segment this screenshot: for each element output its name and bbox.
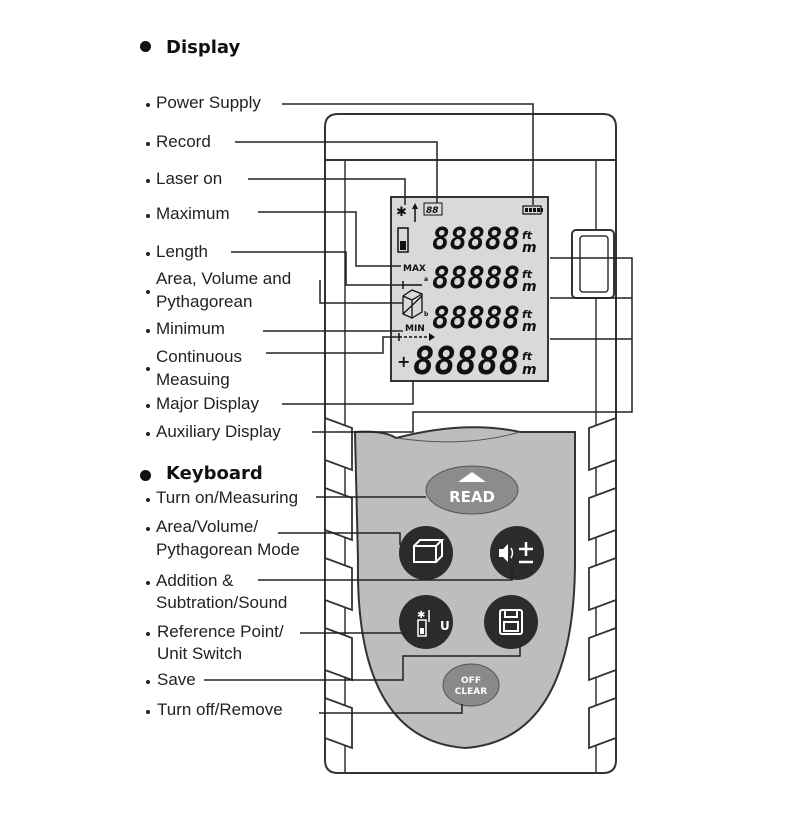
area-volume-icon <box>402 289 423 319</box>
svg-text:m: m <box>522 319 537 335</box>
bullet <box>146 710 150 714</box>
lcd-row-3: 88888 <box>432 301 520 336</box>
side-switch <box>571 229 615 299</box>
bullet <box>146 581 150 585</box>
reference-point-icon <box>397 227 409 253</box>
bullet <box>146 179 150 183</box>
label-pythagorean-mode: Pythagorean Mode <box>156 540 300 559</box>
bullet <box>146 680 150 684</box>
label-maximum: Maximum <box>156 204 230 223</box>
label-laser-on: Laser on <box>156 169 223 188</box>
label-unit-switch: Unit Switch <box>157 644 243 663</box>
plus-sign: + <box>397 352 410 371</box>
side-grips <box>324 416 617 750</box>
save-icon <box>499 609 523 635</box>
svg-text:ft: ft <box>522 268 533 281</box>
area-volume-button[interactable] <box>399 526 453 580</box>
bullet <box>146 632 150 636</box>
svg-text:m: m <box>522 362 537 378</box>
lcd-main-row: 88888 <box>413 339 520 383</box>
label-record: Record <box>156 132 211 151</box>
label-continuous: Continuous <box>156 347 243 366</box>
label-save: Save <box>157 670 196 689</box>
label-subtraction-sound: Subtration/Sound <box>156 593 288 612</box>
unit-label: U <box>440 619 450 633</box>
leader-lines <box>204 103 633 714</box>
svg-text:a: a <box>424 276 428 283</box>
off-label: OFF <box>461 676 481 686</box>
read-label: READ <box>449 488 495 506</box>
label-auxiliary-display: Auxiliary Display <box>156 422 281 441</box>
label-reference-point: Reference Point/ <box>157 622 284 641</box>
record-indicator: 88 <box>426 206 439 216</box>
bullet <box>146 290 150 294</box>
bullet <box>146 214 150 218</box>
reference-unit-button[interactable]: ✱ U <box>399 595 453 649</box>
svg-text:m: m <box>522 279 537 295</box>
clear-label: CLEAR <box>455 687 487 697</box>
bullet <box>146 404 150 408</box>
svg-text:m: m <box>522 240 537 256</box>
label-length: Length <box>156 242 208 261</box>
svg-text:ft: ft <box>522 229 533 242</box>
label-turn-on-measuring: Turn on/Measuring <box>156 488 299 507</box>
bullet <box>146 142 150 146</box>
off-clear-button[interactable]: OFF CLEAR <box>442 663 500 707</box>
bullet <box>146 498 150 502</box>
svg-text:ft: ft <box>522 308 533 321</box>
bullet <box>146 432 150 436</box>
keypad <box>353 426 576 750</box>
bullet <box>146 527 150 531</box>
lcd-screen: ✱ 88 MAX a b MIN <box>390 196 549 383</box>
label-power-supply: Power Supply <box>156 93 261 112</box>
reference-icon <box>417 619 427 637</box>
bullet <box>146 252 150 256</box>
battery-icon <box>522 205 543 215</box>
svg-text:b: b <box>424 311 429 318</box>
label-area-volume: Area, Volume and <box>156 269 292 288</box>
label-major-display: Major Display <box>156 394 259 413</box>
display-heading: Display <box>166 37 241 58</box>
max-indicator: MAX <box>403 264 426 274</box>
laser-icon: ✱ <box>396 205 407 220</box>
read-button[interactable]: READ <box>425 465 519 515</box>
area-volume-icon <box>413 545 437 563</box>
label-addition: Addition & <box>156 571 234 590</box>
save-button[interactable] <box>484 595 538 649</box>
keyboard-heading: Keyboard <box>166 463 263 484</box>
lcd-row-2: 88888 <box>432 261 520 296</box>
svg-text:ft: ft <box>522 350 533 363</box>
display-heading-bullet <box>140 41 151 52</box>
bullet <box>146 103 150 107</box>
keyboard-heading-bullet <box>140 470 151 481</box>
bullet <box>146 367 150 371</box>
label-area-volume-mode: Area/Volume/ <box>156 517 259 536</box>
add-subtract-sound-button[interactable] <box>490 526 544 580</box>
label-pythagorean: Pythagorean <box>156 292 253 311</box>
lcd-row-1: 88888 <box>432 222 520 257</box>
min-indicator: MIN <box>405 324 425 334</box>
label-measuing: Measuing <box>156 370 230 389</box>
label-minimum: Minimum <box>156 319 225 338</box>
label-turn-off-remove: Turn off/Remove <box>157 700 283 719</box>
speaker-icon <box>499 544 508 562</box>
bullet <box>146 329 150 333</box>
svg-text:✱: ✱ <box>417 610 425 621</box>
